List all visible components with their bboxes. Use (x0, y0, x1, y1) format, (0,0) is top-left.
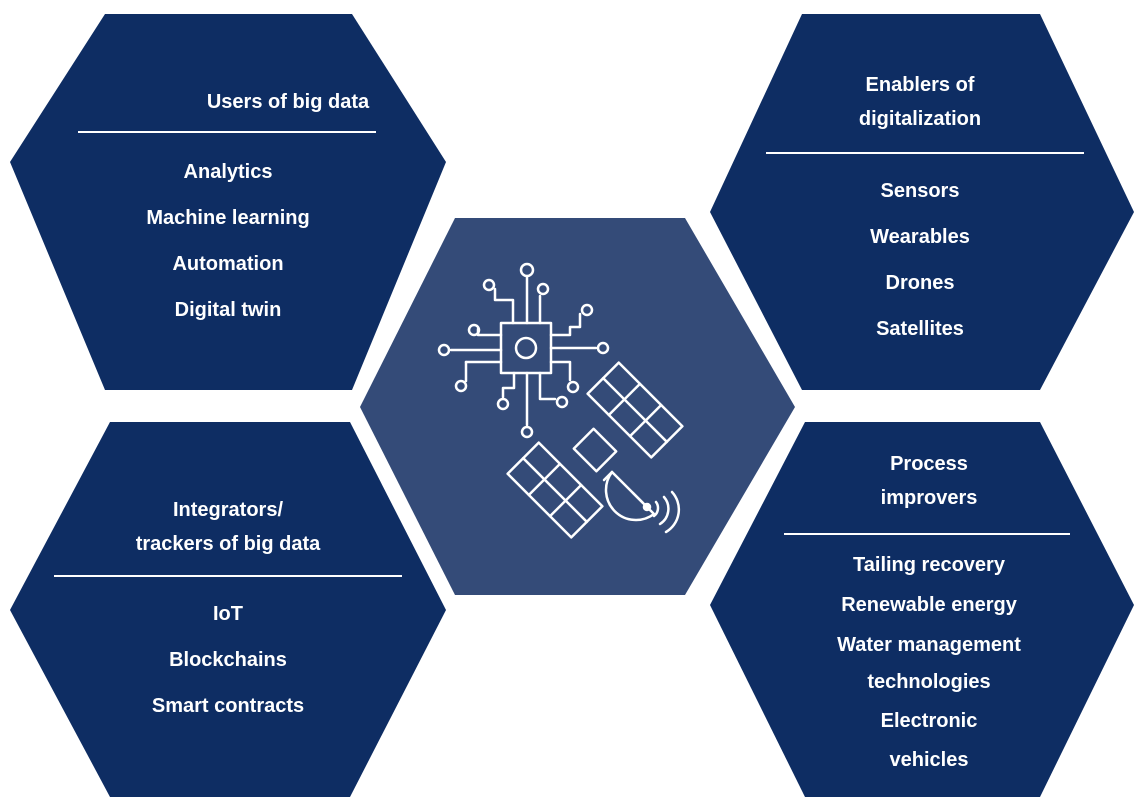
hexagon-enablers (710, 14, 1134, 390)
list-item: Tailing recovery (853, 554, 1005, 576)
list-item: vehicles (889, 749, 969, 771)
list-item: Digital twin (174, 299, 282, 321)
list-item: Electronic (880, 710, 978, 732)
list-item: Smart contracts (151, 695, 305, 717)
panel-users-of-big-data: Users of big data Analytics Machine lear… (68, 85, 388, 333)
hexagon-center (360, 218, 795, 595)
panel-title-line-2: digitalization (858, 108, 982, 130)
list-item: Machine learning (146, 207, 310, 229)
list-item: Renewable energy (841, 594, 1017, 616)
satellite-icon (506, 361, 684, 539)
divider (54, 575, 402, 577)
panel-enablers-of-digitalization: Enablers of digitalization Sensors Weara… (750, 68, 1090, 352)
item-list: Tailing recovery Renewable energy Water … (750, 545, 1108, 777)
divider (766, 152, 1084, 154)
item-list: IoT Blockchains Smart contracts (48, 591, 408, 729)
list-item: Automation (172, 253, 284, 275)
panel-title: Users of big data (206, 91, 370, 113)
list-item: Water management (837, 634, 1021, 656)
panel-integrators-trackers: Integrators/ trackers of big data IoT Bl… (48, 493, 408, 729)
hexagon-process (710, 422, 1134, 797)
list-item: Sensors (880, 180, 960, 202)
list-item: Drones (885, 272, 955, 294)
list-item: IoT (213, 603, 243, 625)
panel-title-line-1: Enablers of (865, 74, 975, 96)
panel-title-line-2: trackers of big data (135, 533, 321, 555)
panel-process-improvers: Process improvers Tailing recovery Renew… (750, 447, 1108, 777)
item-list: Analytics Machine learning Automation Di… (68, 149, 388, 333)
panel-title-line-1: Process (890, 453, 968, 475)
item-list: Sensors Wearables Drones Satellites (750, 168, 1090, 352)
list-item: Blockchains (169, 649, 287, 671)
divider (784, 533, 1070, 535)
list-item: Wearables (870, 226, 970, 248)
panel-title-line-2: improvers (880, 487, 978, 509)
panel-title-line-1: Integrators/ (172, 499, 284, 521)
list-item: Satellites (876, 318, 964, 340)
divider (78, 131, 376, 133)
list-item: technologies (867, 671, 991, 693)
hexagon-integrators (10, 422, 446, 797)
circuit-chip-icon (437, 262, 610, 439)
list-item: Analytics (183, 161, 273, 183)
hexagon-users (10, 14, 446, 390)
